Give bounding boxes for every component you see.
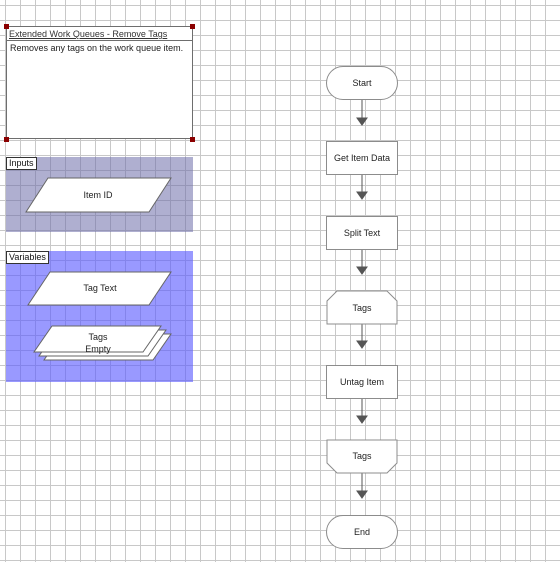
tag-text-data-item[interactable]	[27, 271, 172, 306]
note-title: Extended Work Queues - Remove Tags	[7, 27, 192, 41]
item-id-data-item[interactable]	[25, 177, 172, 213]
get-item-data-action[interactable]: Get Item Data	[326, 141, 398, 175]
flow-connectors	[356, 99, 368, 499]
split-text-label: Split Text	[343, 228, 381, 238]
inputs-block-label: Inputs	[6, 157, 37, 170]
loop-start-label: Tags	[352, 303, 372, 313]
end-node-label: End	[353, 527, 370, 537]
start-node[interactable]: Start	[326, 66, 398, 100]
tag-text-label: Tag Text	[83, 283, 117, 293]
tags-collection-label: Tags	[88, 332, 108, 342]
loop-start-shape[interactable]	[326, 290, 398, 325]
loop-end-label: Tags	[352, 451, 372, 461]
item-id-label: Item ID	[83, 190, 113, 200]
resize-handle-bottom-left[interactable]	[4, 137, 9, 142]
tags-collection-state: Empty	[85, 344, 111, 354]
resize-handle-top-right[interactable]	[190, 24, 195, 29]
get-item-data-label: Get Item Data	[333, 153, 391, 163]
untag-item-action[interactable]: Untag Item	[326, 365, 398, 399]
untag-item-label: Untag Item	[339, 377, 385, 387]
start-node-label: Start	[352, 78, 372, 88]
info-note[interactable]: Extended Work Queues - Remove Tags Remov…	[6, 26, 193, 139]
resize-handle-bottom-right[interactable]	[190, 137, 195, 142]
note-description: Removes any tags on the work queue item.	[10, 43, 184, 53]
resize-handle-top-left[interactable]	[4, 24, 9, 29]
end-node[interactable]: End	[326, 515, 398, 549]
split-text-action[interactable]: Split Text	[326, 216, 398, 250]
variables-block-label: Variables	[6, 251, 49, 264]
loop-end-shape[interactable]	[326, 439, 398, 474]
tags-collection-item[interactable]	[33, 325, 162, 353]
inputs-block[interactable]: Inputs	[6, 157, 193, 232]
